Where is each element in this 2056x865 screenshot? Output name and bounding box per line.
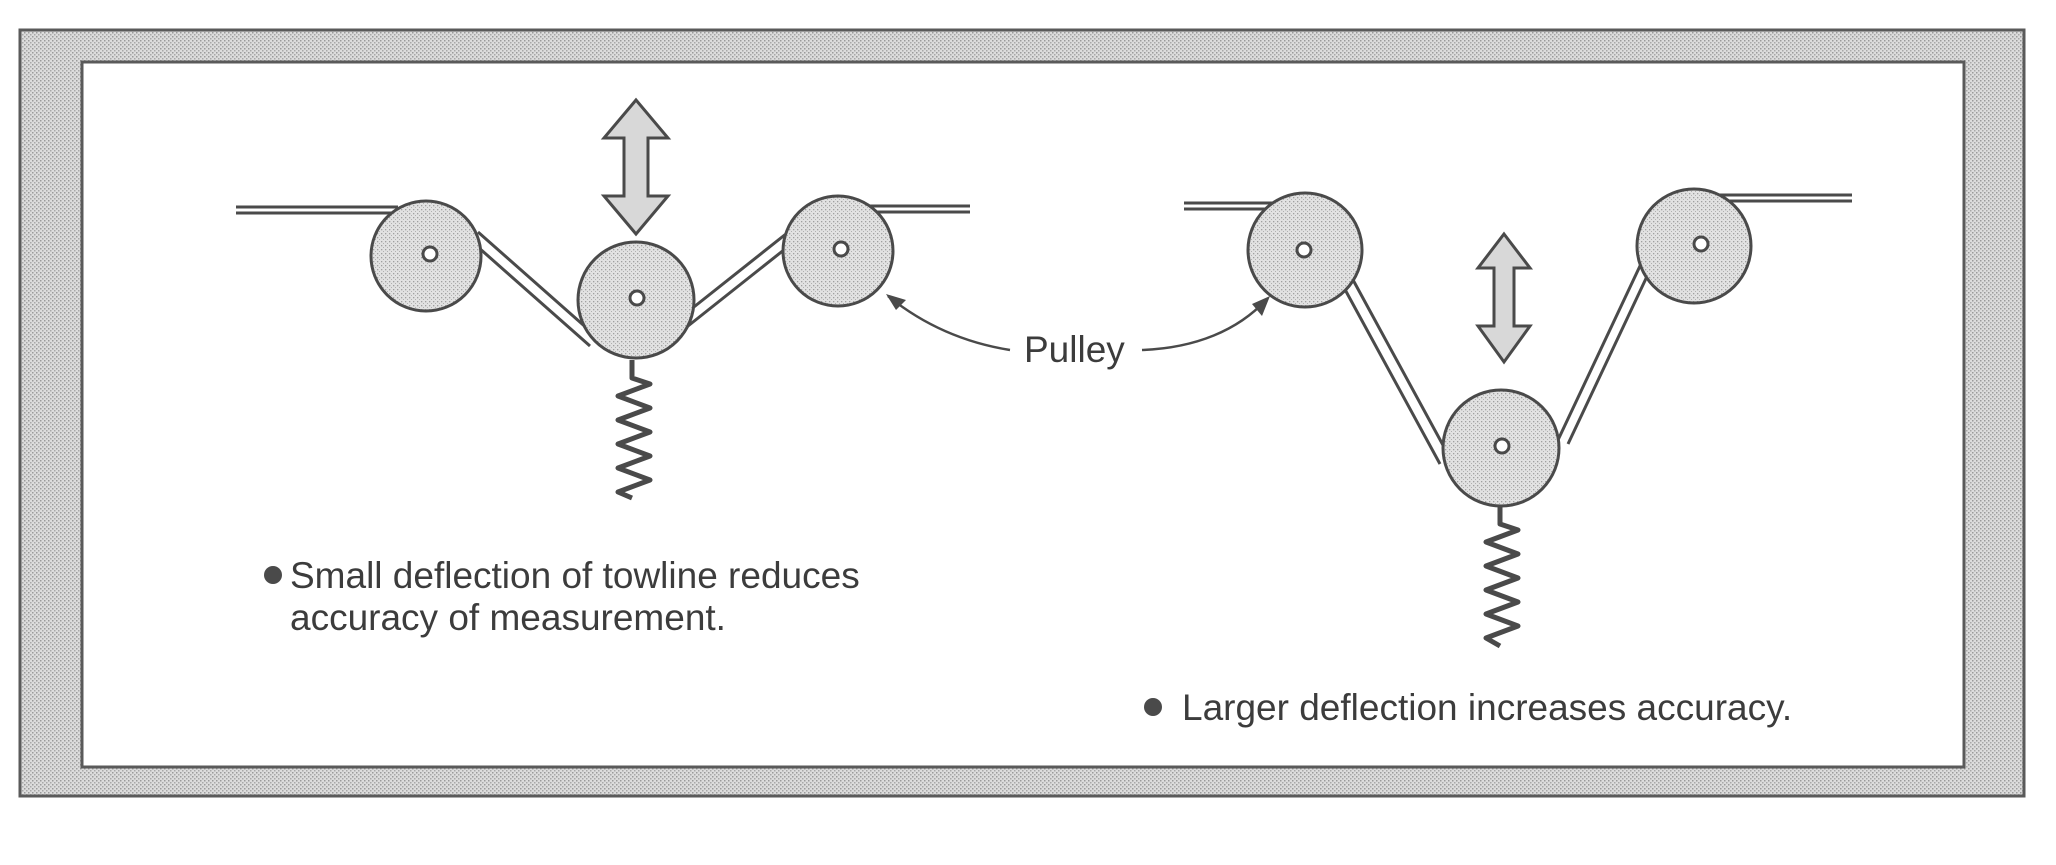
leader-line-right: [1141, 299, 1267, 352]
pulley-label: Pulley: [1024, 329, 1125, 370]
spring-icon: [615, 360, 653, 501]
pulley-left-2: [576, 240, 696, 360]
pulley-left-3: [781, 194, 895, 308]
leader-arrowhead-right: [1252, 296, 1270, 316]
pulley-right-3: [1635, 187, 1753, 305]
double-arrow-icon: [1474, 231, 1534, 365]
pulley-left-1: [369, 199, 483, 313]
frame: [18, 28, 2026, 798]
left-caption: Small deflection of towline reduces accu…: [264, 555, 860, 638]
pulley-right-2: [1441, 388, 1561, 508]
right-caption: Larger deflection increases accuracy.: [1144, 687, 1792, 728]
spring-icon: [1483, 506, 1521, 649]
large-deflection-setup: [1184, 187, 1852, 649]
frame-inner-panel: [80, 60, 1966, 769]
pulley-callout: Pulley: [886, 294, 1270, 370]
small-deflection-setup: [236, 97, 970, 501]
pulley-right-1: [1246, 191, 1364, 309]
left-caption-line-2: accuracy of measurement.: [290, 597, 726, 638]
bullet-icon: [264, 566, 282, 584]
towline-left: [236, 204, 970, 348]
double-arrow-icon: [600, 97, 672, 237]
bullet-icon: [1144, 698, 1162, 716]
left-caption-line-1: Small deflection of towline reduces: [290, 555, 860, 596]
leader-arrowhead-left: [886, 294, 906, 310]
right-caption-text: Larger deflection increases accuracy.: [1182, 687, 1792, 728]
